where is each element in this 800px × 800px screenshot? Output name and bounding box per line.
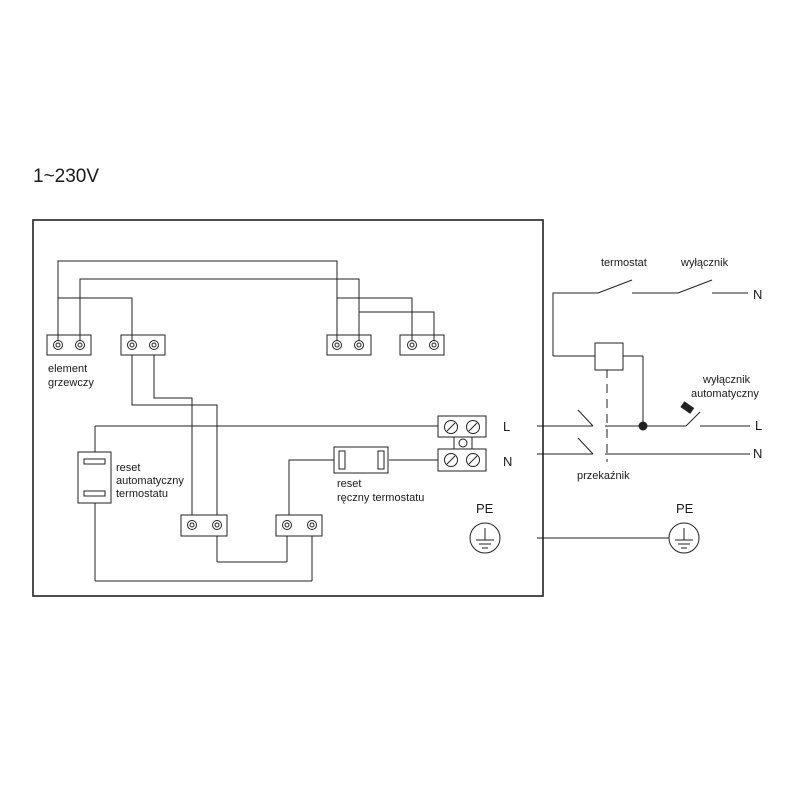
auto-reset-label-3: termostatu [116,488,168,500]
junction-dot [638,421,648,431]
voltage-title: 1~230V [33,166,99,187]
svg-text:termostatu: termostatu [116,488,168,500]
auto-reset-label-2: automatyczny [116,475,184,487]
svg-text:automatyczny: automatyczny [691,388,759,400]
svg-text:reset: reset [337,478,361,490]
heater-terminal-2 [120,334,166,356]
svg-text:automatyczny: automatyczny [116,475,184,487]
breaker-label-1: wyłącznik [702,374,751,386]
termostat-label: termostat [601,257,647,269]
outer-PE-label: PE [676,501,694,516]
inner-earth-icon [469,522,501,554]
inner-L-label: L [503,419,510,434]
inner-PE-label: PE [476,501,494,516]
svg-text:element: element [48,363,87,375]
heater-wiring [57,260,435,341]
svg-text:reset: reset [116,462,140,474]
lower-terminal-2 [275,514,323,537]
breaker-actuator [680,401,695,414]
outer-N-top-label: N [753,287,762,302]
auto-reset-thermostat [77,451,112,504]
element-label-2: grzewczy [48,377,94,389]
breaker-label-2: automatyczny [691,388,759,400]
inner-N-label: N [503,454,512,469]
svg-text:ręczny termostatu: ręczny termostatu [337,492,424,504]
heater-terminal-4 [399,334,445,356]
manual-reset-label-1: reset [337,478,361,490]
auto-reset-label-1: reset [116,462,140,474]
external-wiring [537,279,750,539]
przekaznik-label: przekaźnik [577,470,630,482]
lower-terminal-1 [180,514,228,537]
relay-coil [594,342,624,371]
manual-reset-label-2: ręczny termostatu [337,492,424,504]
supply-terminal-block [437,415,487,472]
svg-text:wyłącznik: wyłącznik [702,374,751,386]
wylacznik-label: wyłącznik [680,257,729,269]
element-label-1: element [48,363,87,375]
internal-wiring [94,355,440,582]
outer-N-label: N [753,446,762,461]
heater-terminal-3 [326,334,372,356]
heater-terminal-1 [46,334,92,356]
manual-reset-thermostat [333,446,389,474]
svg-text:grzewczy: grzewczy [48,377,94,389]
outer-L-label: L [755,418,762,433]
outer-earth-icon [668,522,700,554]
enclosure-frame [32,219,544,597]
